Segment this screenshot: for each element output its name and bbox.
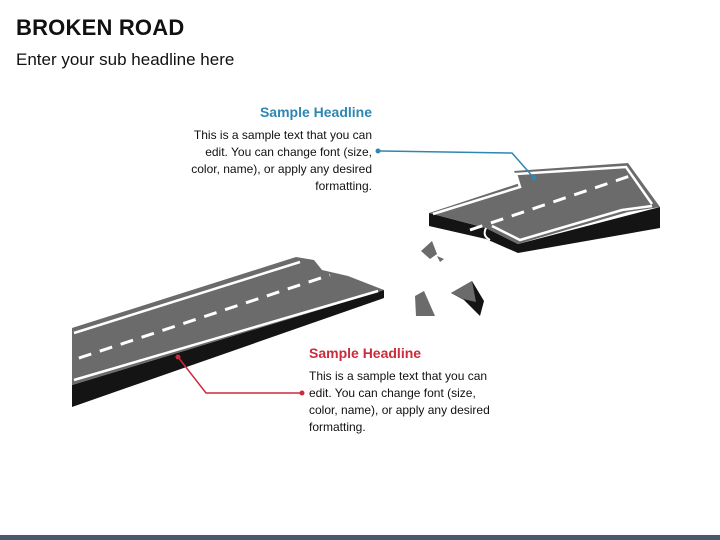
callout-bottom: Sample Headline This is a sample text th… — [309, 345, 494, 436]
road-debris — [415, 241, 484, 316]
slide-subtitle: Enter your sub headline here — [16, 50, 235, 69]
road-right-edge-bottom — [491, 204, 653, 242]
callout-connector-blue — [375, 148, 537, 181]
footer-bar — [0, 535, 720, 540]
callout-top-headline: Sample Headline — [259, 104, 372, 120]
road-right-lane-marking — [469, 174, 631, 232]
callout-bottom-headline: Sample Headline — [309, 345, 422, 361]
debris-fragment — [421, 241, 437, 259]
debris-fragment — [451, 281, 476, 302]
callout-top: Sample Headline This is a sample text th… — [190, 104, 372, 195]
road-left-edge-bottom — [73, 289, 379, 382]
road-segment-right-arrow — [429, 163, 660, 253]
callout-connector-red — [175, 354, 305, 396]
road-left-side — [72, 290, 384, 407]
road-segment-left — [57, 257, 384, 407]
road-right-surface — [429, 163, 660, 244]
road-left-edge-top — [73, 260, 301, 335]
callout-bottom-text: This is a sample text that you can edit.… — [309, 369, 490, 434]
road-left-lane-marking — [57, 273, 331, 367]
road-right-edge-top — [432, 165, 654, 216]
road-right-side — [429, 207, 660, 253]
road-left-surface — [72, 257, 384, 385]
callout-top-text: This is a sample text that you can edit.… — [191, 128, 372, 193]
slide-title: BROKEN ROAD — [16, 15, 185, 40]
debris-fragment — [415, 291, 435, 316]
road-right-crack — [483, 227, 491, 241]
debris-fragment — [437, 256, 444, 262]
